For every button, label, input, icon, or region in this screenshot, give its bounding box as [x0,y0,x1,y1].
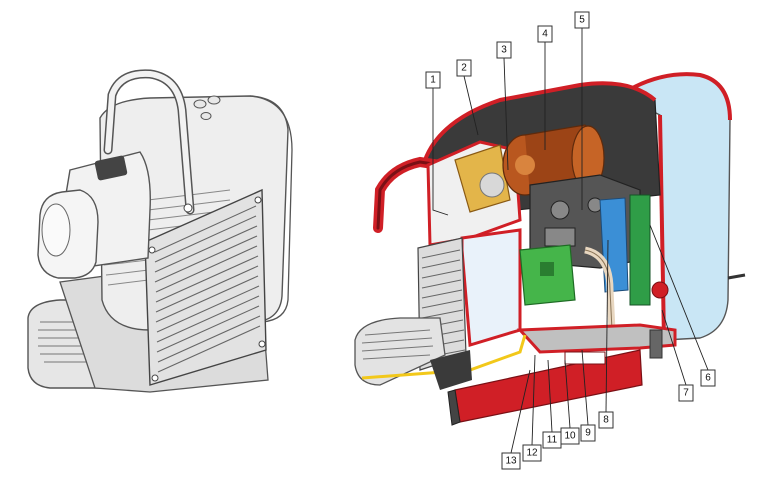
callout-label: 7 [683,388,689,399]
callout-label: 10 [564,431,576,442]
exterior-machine-drawing [27,69,293,393]
machine-rear [249,95,293,323]
yellow-guide [361,334,527,380]
blue-bracket [599,197,629,293]
side-grille [144,188,267,386]
capsule-grid [479,172,505,198]
callout-label: 6 [705,373,711,384]
drawer-base [447,389,461,426]
callout-13: 13 [501,452,521,470]
shell-cut-edge [423,81,657,161]
callout-6: 6 [700,369,716,387]
callout-12: 12 [522,444,542,462]
callout-label: 12 [526,448,538,459]
water-outlet [727,273,746,280]
tank-rim [618,72,732,121]
base-shadow [430,350,472,390]
cutaway-machine-drawing [354,72,746,426]
pump-unit [502,124,605,196]
callout-7: 7 [678,384,694,402]
grille-screws [148,196,266,382]
callout-label: 2 [461,63,467,74]
callout-label: 9 [585,428,591,439]
callout-label: 1 [430,75,436,86]
inner-chassis [460,228,522,347]
callout-2: 2 [456,59,472,77]
cutaway-drip-tray [354,317,446,386]
circuit-board [629,194,651,306]
callout-10: 10 [560,427,580,445]
callout-3: 3 [496,41,512,59]
callout-label: 8 [603,415,609,426]
callout-4: 4 [537,25,553,43]
callout-label: 4 [542,29,548,40]
callout-9: 9 [580,424,596,442]
top-buttons [193,95,221,120]
callout-5: 5 [574,11,590,29]
callout-label: 13 [505,456,517,467]
leader-lines [432,28,709,454]
grille-slats [154,205,261,373]
callout-1: 1 [425,71,441,89]
water-tank-wall [658,114,666,341]
handle-pivot [183,203,193,213]
callout-11: 11 [542,431,562,449]
valve [649,281,669,359]
callout-8: 8 [598,411,614,429]
callout-label: 3 [501,45,507,56]
base-frame [516,323,677,354]
red-drawer [454,349,643,423]
callout-label: 11 [547,435,558,446]
callout-label: 5 [579,15,585,26]
capsule-slot [94,155,128,181]
